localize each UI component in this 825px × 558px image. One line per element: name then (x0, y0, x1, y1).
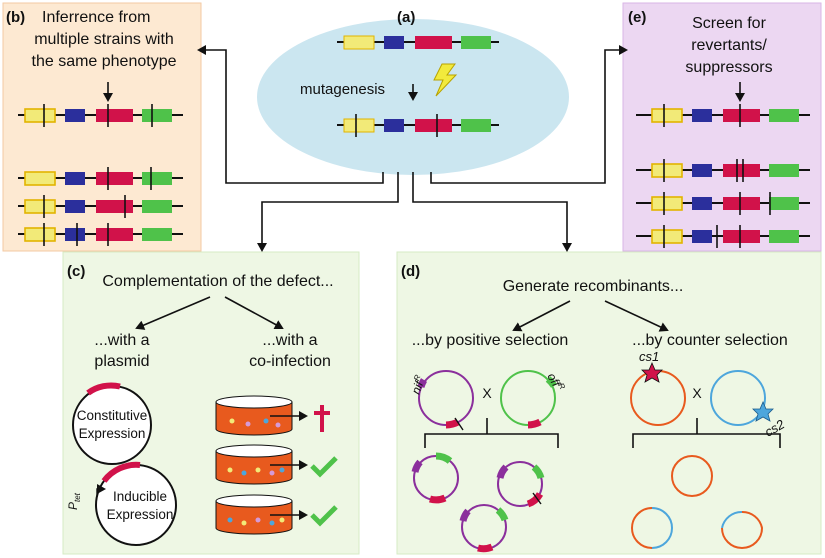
parent-plasmid-off (500, 370, 558, 429)
panel-c-left-line-2: plasmid (94, 353, 149, 370)
panel-c-title: Complementation of the defect... (102, 273, 333, 290)
panel-a-label: (a) (397, 9, 415, 26)
panel-c-right-line-1: ...with a (262, 332, 317, 349)
cs1-label: cs1 (639, 349, 659, 364)
panel-d-bracket-right (632, 418, 781, 448)
constitutive-label-line-2: Expression (79, 426, 146, 441)
off-marker-label: offR (544, 370, 567, 394)
lightning-bolt-icon (433, 63, 458, 97)
panel-d-background (396, 251, 822, 555)
gene-row-mutant (337, 114, 499, 137)
panel-b-title-line-3: the same phenotype (32, 53, 177, 70)
parent-plasmid-nif (417, 370, 474, 431)
panel-e-title-line-1: Screen for (692, 15, 766, 32)
cross-symbol-right: X (692, 385, 702, 401)
panel-b-label: (b) (6, 9, 25, 26)
panel-e-title-line-2: revertants/ (691, 37, 767, 54)
panel-b-title-line-2: multiple strains with (34, 31, 174, 48)
panel-e-gene-rows (636, 104, 810, 248)
checkmark-icon (310, 456, 338, 478)
checkmark-icon (310, 505, 338, 527)
dagger-death-icon (314, 405, 330, 432)
promoter-label: Ptet (66, 492, 82, 510)
panel-e-title-line-3: suppressors (685, 59, 772, 76)
counter-selected-plasmids (631, 455, 764, 549)
petri-dish-3 (215, 494, 293, 535)
inducible-label-line-2: Expression (107, 507, 174, 522)
dish-result-arrows (270, 411, 308, 520)
flow-arrows (103, 45, 745, 332)
panel-d-left-subtitle: ...by positive selection (412, 332, 569, 349)
panel-d-bracket-left (424, 418, 559, 448)
panel-c-label: (c) (67, 263, 85, 280)
panel-e-label: (e) (628, 9, 646, 26)
parent-plasmid-cs2 (710, 370, 774, 426)
recombinant-plasmids (411, 452, 545, 553)
panel-b-title-line-1: Inferrence from (42, 9, 150, 26)
inducible-label-line-1: Inducible (113, 489, 167, 504)
panel-c-right-line-2: co-infection (249, 353, 331, 370)
mutagenesis-label: mutagenesis (300, 81, 385, 98)
constitutive-label-line-1: Constitutive (77, 408, 148, 423)
constitutive-plasmid (72, 382, 152, 465)
panel-c-left-line-1: ...with a (94, 332, 149, 349)
gene-row-wildtype (337, 35, 499, 50)
panel-d-right-subtitle: ...by counter selection (632, 332, 788, 349)
petri-dish-2 (215, 444, 293, 485)
parent-plasmid-cs1 (630, 361, 686, 426)
cross-symbol-left: X (482, 385, 492, 401)
inducible-plasmid (95, 461, 177, 546)
panel-b-gene-rows (18, 104, 183, 246)
panel-d-title: Generate recombinants... (503, 278, 684, 295)
panel-d-label: (d) (401, 263, 420, 280)
